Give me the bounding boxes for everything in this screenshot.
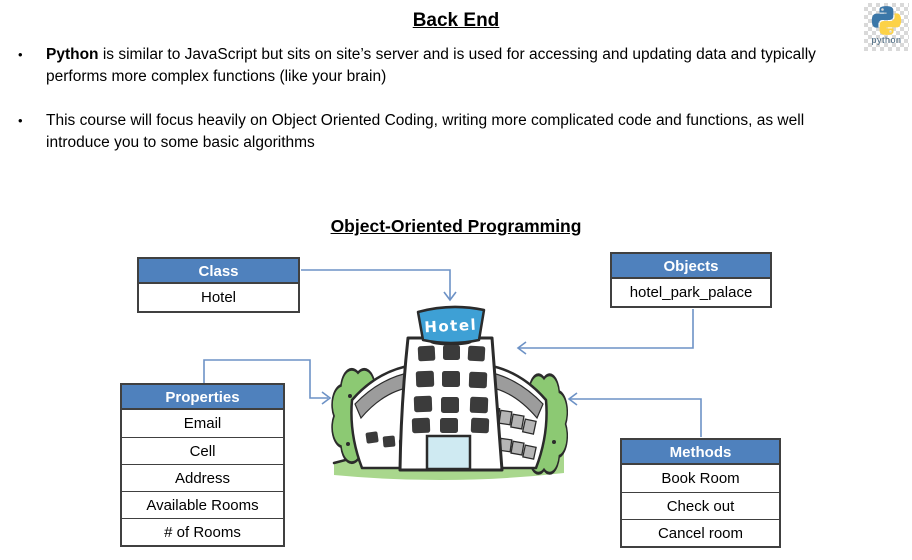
connector-class-to-hotel [301,269,451,299]
diagram-title: Object-Oriented Programming [330,216,582,236]
bullet-bold-lead: Python [46,46,99,63]
hotel-sign [416,305,486,345]
python-logo: python [864,3,909,51]
bullet-item: • Python is similar to JavaScript but si… [18,44,878,88]
properties-table-header: Properties [122,385,283,410]
bush-berry [552,440,556,444]
bullet-marker: • [18,47,23,62]
bullet-list: • Python is similar to JavaScript but si… [18,44,878,154]
bullet-body: This course will focus heavily on Object… [46,112,805,151]
table-row: hotel_park_palace [612,279,770,306]
bullet-text: Python is similar to JavaScript but sits… [46,44,866,88]
class-table-header: Class [139,259,298,284]
connector-methods-to-hotel [570,398,702,437]
table-row: Address [122,464,283,491]
bullet-text: This course will focus heavily on Object… [46,110,866,154]
objects-table: Objects hotel_park_palace [610,252,772,308]
table-row: Cell [122,437,283,464]
table-row: Check out [622,492,779,519]
methods-table: Methods Book Room Check out Cancel room [620,438,781,548]
arrowhead-right-icon [321,391,332,405]
properties-table: Properties Email Cell Address Available … [120,383,285,547]
hotel-illustration: Hotel [331,305,568,481]
table-row: Book Room [622,465,779,492]
table-row: Cancel room [622,519,779,546]
python-logo-label: python [871,35,902,45]
tower-windows [411,345,490,434]
objects-table-header: Objects [612,254,770,279]
table-row: # of Rooms [122,518,283,545]
table-row: Hotel [139,284,298,311]
bush-berry [348,394,352,398]
class-table: Class Hotel [137,257,300,313]
bullet-marker: • [18,113,23,128]
arrowhead-left-icon [567,392,578,406]
python-logo-icon [871,6,902,35]
bullet-body: is similar to JavaScript but sits on sit… [46,46,816,85]
methods-table-header: Methods [622,440,779,465]
bullet-item: • This course will focus heavily on Obje… [18,110,878,154]
slide-title: Back End [412,10,500,31]
table-row: Available Rooms [122,491,283,518]
table-row: Email [122,410,283,437]
bush-berry [346,442,350,446]
hotel-door [425,434,472,471]
hotel-sign-text: Hotel [424,316,478,337]
